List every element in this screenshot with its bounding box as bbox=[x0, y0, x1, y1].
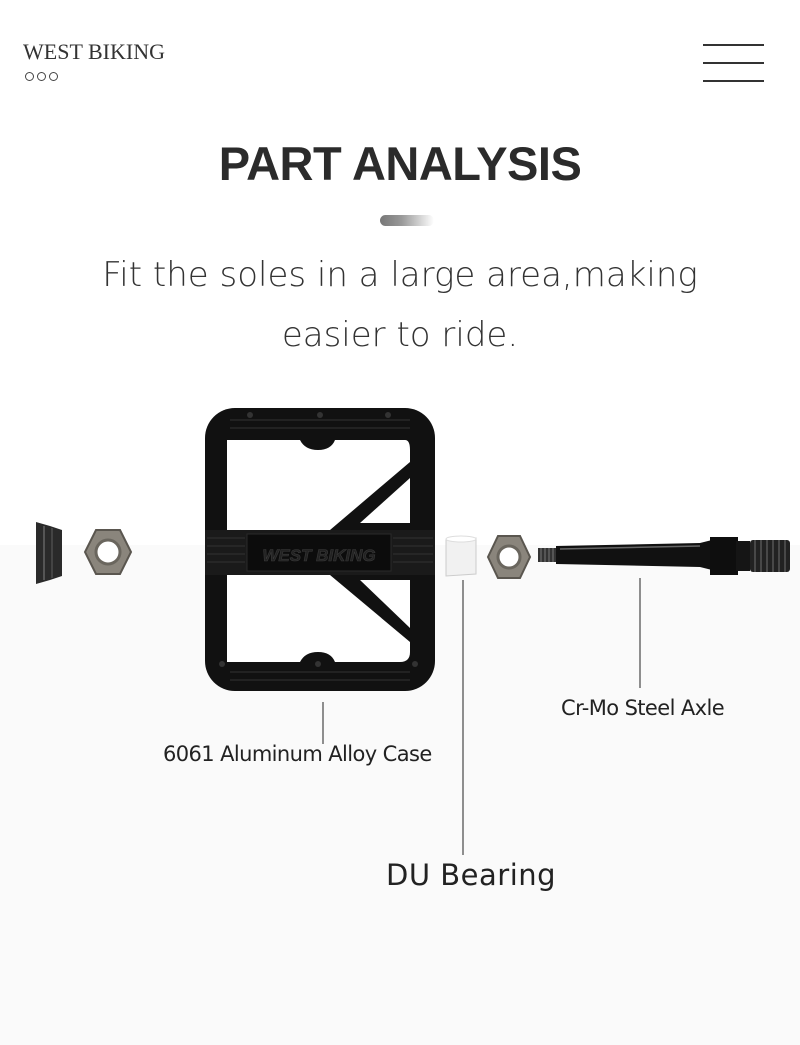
pedal-logo-text: WEST BIKING bbox=[262, 546, 375, 565]
subtitle-line: easier to ride. bbox=[281, 315, 519, 355]
dot-icon bbox=[37, 72, 46, 81]
label-du-bearing: DU Bearing bbox=[386, 858, 557, 892]
steel-axle bbox=[538, 537, 790, 575]
brand-logo: WEST BIKING bbox=[23, 39, 165, 64]
lock-nut-left bbox=[83, 529, 133, 575]
dot-icon bbox=[25, 72, 34, 81]
label-aluminum-case: 6061 Aluminum Alloy Case bbox=[163, 742, 432, 766]
hamburger-menu-icon[interactable] bbox=[703, 44, 765, 84]
subtitle: Fit the soles in a large area,making eas… bbox=[60, 245, 740, 365]
lock-nut-right bbox=[486, 535, 532, 579]
title-divider bbox=[380, 215, 434, 226]
end-cap bbox=[36, 522, 62, 584]
pedal-body: WEST BIKING bbox=[205, 408, 435, 691]
subtitle-line: Fit the soles in a large area,making bbox=[102, 255, 698, 295]
page-title: PART ANALYSIS bbox=[218, 137, 582, 190]
brand-dots bbox=[25, 72, 58, 81]
dot-icon bbox=[49, 72, 58, 81]
du-bearing bbox=[445, 535, 477, 577]
label-steel-axle: Cr-Mo Steel Axle bbox=[561, 696, 725, 720]
